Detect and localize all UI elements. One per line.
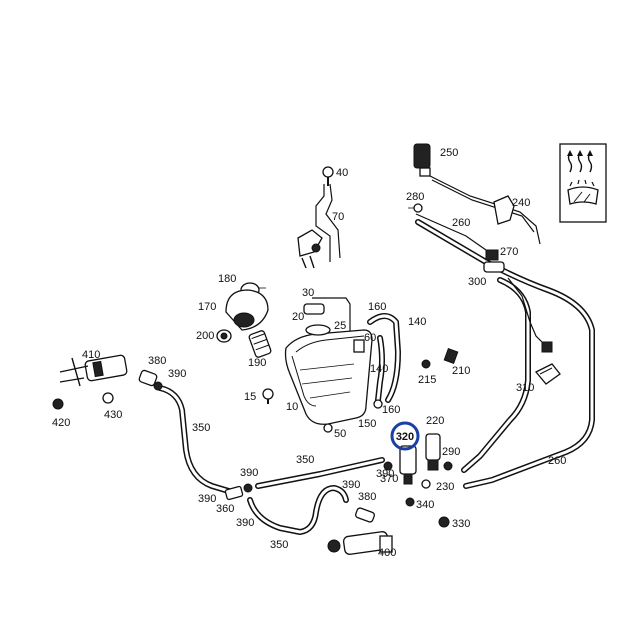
part-label-230: 230 — [436, 481, 454, 493]
fitting-60 — [353, 339, 365, 353]
part-label-200: 200 — [196, 330, 214, 342]
part-label-370: 370 — [380, 473, 398, 485]
washer-pump-220 — [425, 433, 441, 471]
part-label-380b: 380 — [358, 491, 376, 503]
part-label-40: 40 — [336, 167, 348, 179]
part-label-140b: 140 — [370, 363, 388, 375]
connector-300 — [483, 261, 505, 273]
screw-15 — [262, 388, 274, 404]
part-label-430: 430 — [104, 409, 122, 421]
part-label-50: 50 — [334, 428, 346, 440]
part-label-270: 270 — [500, 246, 518, 258]
hose-190 — [248, 330, 272, 358]
part-label-420: 420 — [52, 417, 70, 429]
washer-pump-320 — [399, 445, 417, 485]
clip-290 — [443, 461, 453, 471]
grommet-230 — [421, 479, 431, 489]
part-label-160a: 160 — [368, 301, 386, 313]
part-label-410: 410 — [82, 349, 100, 361]
part-label-140a: 140 — [408, 316, 426, 328]
part-label-360: 360 — [216, 503, 234, 515]
part-label-390e: 390 — [236, 517, 254, 529]
part-labels: 250 280 240 260 270 300 310 260 40 70 180 170 200 190… — [52, 147, 566, 559]
part-label-170: 170 — [198, 301, 216, 313]
highlight-label: 320 — [396, 431, 414, 443]
part-label-60: 60 — [364, 332, 376, 344]
nut-215 — [421, 359, 431, 369]
part-label-150: 150 — [358, 418, 376, 430]
sensor-20 — [303, 303, 331, 336]
part-label-350c: 350 — [270, 539, 288, 551]
part-label-215: 215 — [418, 374, 436, 386]
pump-210 — [443, 348, 459, 364]
nozzle-heater-410 — [59, 354, 128, 387]
pump-400 — [327, 531, 393, 555]
highlight-ring[interactable] — [390, 421, 420, 451]
nut-430 — [102, 392, 114, 404]
part-label-350b: 350 — [296, 454, 314, 466]
check-valve-380-lower — [355, 507, 375, 523]
washer-nozzle-250 — [413, 143, 431, 177]
hoses — [157, 219, 595, 535]
part-label-25: 25 — [334, 320, 346, 332]
nut-340 — [405, 497, 415, 507]
check-valve-380 — [138, 369, 163, 391]
part-label-310: 310 — [516, 382, 534, 394]
wiring — [312, 175, 547, 347]
part-label-30: 30 — [302, 287, 314, 299]
connector-360 — [224, 483, 253, 501]
part-label-70: 70 — [332, 211, 344, 223]
part-label-390b: 390 — [240, 467, 258, 479]
bolt-420 — [52, 398, 64, 410]
part-label-240: 240 — [512, 197, 530, 209]
part-label-20: 20 — [292, 311, 304, 323]
harness-70 — [297, 229, 323, 269]
part-label-390c: 390 — [198, 493, 216, 505]
part-label-260a: 260 — [452, 217, 470, 229]
filler-neck-170 — [225, 289, 269, 331]
part-label-380a: 380 — [148, 355, 166, 367]
grommet-150 — [373, 399, 383, 409]
part-label-290: 290 — [442, 446, 460, 458]
part-label-160b: 160 — [382, 404, 400, 416]
plug-310 — [534, 341, 561, 385]
part-label-390a: 390 — [168, 368, 186, 380]
part-label-15: 15 — [244, 391, 256, 403]
part-label-300: 300 — [468, 276, 486, 288]
part-label-390d: 390 — [342, 479, 360, 491]
part-label-260b: 260 — [548, 455, 566, 467]
washer-reservoir-10 — [284, 329, 373, 425]
part-label-330: 330 — [452, 518, 470, 530]
part-label-250: 250 — [440, 147, 458, 159]
clamp-200 — [216, 329, 232, 343]
screw-50 — [323, 423, 333, 433]
part-label-390f: 390 — [376, 468, 394, 480]
part-label-10: 10 — [286, 401, 298, 413]
washer-symbol-icon — [559, 143, 607, 223]
clip-270 — [485, 249, 499, 261]
part-label-280: 280 — [406, 191, 424, 203]
nozzle-240 — [493, 195, 515, 225]
bolt-40 — [322, 166, 334, 186]
screw-330 — [438, 516, 450, 528]
part-label-180: 180 — [218, 273, 236, 285]
connector-280 — [408, 203, 423, 213]
part-label-220: 220 — [426, 415, 444, 427]
part-label-190: 190 — [248, 357, 266, 369]
part-label-340: 340 — [416, 499, 434, 511]
part-label-350a: 350 — [192, 422, 210, 434]
part-label-400: 400 — [378, 547, 396, 559]
fitting-370 — [383, 461, 393, 471]
part-label-210: 210 — [452, 365, 470, 377]
